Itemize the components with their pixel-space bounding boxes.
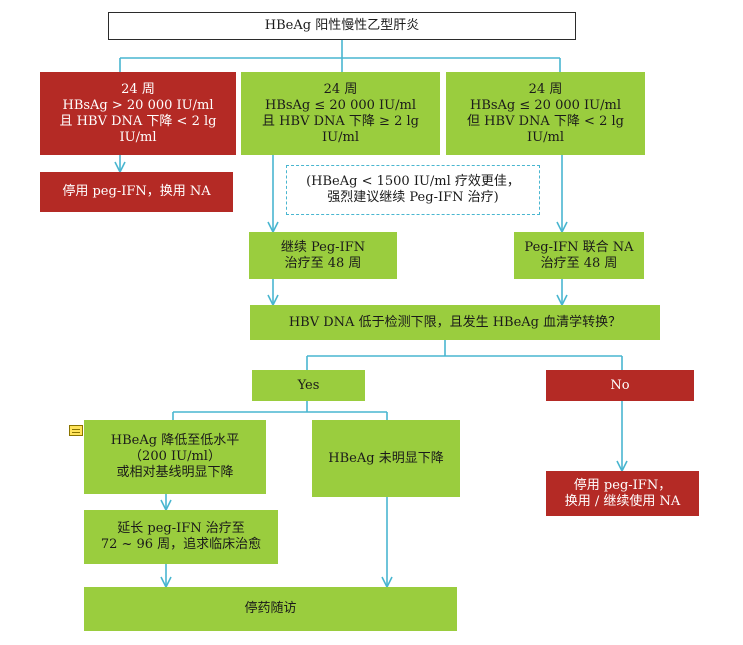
- stop-switch-na-node: 停用 peg-IFN，换用 NA: [40, 172, 233, 212]
- stop-continue-na-node: 停用 peg-IFN，换用 / 继续使用 NA: [546, 471, 699, 516]
- node-line: Yes: [297, 377, 320, 393]
- hbeag-note: (HBeAg < 1500 IU/ml 疗效更佳，强烈建议继续 Peg-IFN …: [286, 165, 540, 215]
- connector-yes-branch: [172, 401, 388, 420]
- node-line: HBeAg 阳性慢性乙型肝炎: [264, 18, 420, 33]
- node-line: 24 周: [528, 81, 563, 97]
- seroconversion-question-node: HBV DNA 低于检测下限，且发生 HBeAg 血清学转换？: [250, 305, 660, 340]
- node-line: HBsAg > 20 000 IU/ml: [62, 97, 214, 113]
- connector-root-branch: [119, 40, 561, 72]
- node-line: 治疗至 48 周: [284, 255, 362, 271]
- node-line: 72 ~ 96 周，追求临床治愈: [100, 537, 262, 552]
- node-line: 强烈建议继续 Peg-IFN 治疗): [327, 190, 499, 205]
- node-line: IU/ml: [527, 129, 564, 145]
- hbeag-low-level-node: HBeAg 降低至低水平（200 IU/ml）或相对基线明显下降: [84, 420, 266, 494]
- node-line: IU/ml: [322, 129, 359, 145]
- no-node: No: [546, 370, 694, 401]
- connector-question-branch: [306, 340, 623, 370]
- node-line: HBV DNA 低于检测下限，且发生 HBeAg 血清学转换？: [288, 314, 622, 330]
- node-line: 继续 Peg-IFN: [280, 239, 366, 255]
- node-line: 停药随访: [244, 601, 297, 616]
- node-line: HBeAg 降低至低水平: [110, 433, 240, 448]
- yes-node: Yes: [252, 370, 365, 401]
- node-line: 或相对基线明显下降: [116, 465, 234, 480]
- node-line: 24 周: [323, 81, 358, 97]
- node-line: 24 周: [121, 81, 155, 97]
- node-line: （200 IU/ml）: [129, 449, 221, 464]
- node-line: 停用 peg-IFN，: [573, 477, 672, 493]
- stop-follow-up-node: 停药随访: [84, 587, 457, 631]
- node-line: HBsAg ≤ 20 000 IU/ml: [264, 97, 416, 113]
- node-line: 但 HBV DNA 下降 < 2 lg: [467, 113, 624, 129]
- node-line: 治疗至 48 周: [540, 255, 618, 271]
- node-line: 延长 peg-IFN 治疗至: [117, 521, 245, 536]
- node-line: HBeAg 未明显下降: [328, 450, 444, 466]
- node-line: Peg-IFN 联合 NA: [524, 239, 634, 255]
- node-line: (HBeAg < 1500 IU/ml 疗效更佳，: [306, 174, 520, 189]
- root-node: HBeAg 阳性慢性乙型肝炎: [108, 12, 576, 40]
- node-line: 停用 peg-IFN，换用 NA: [62, 184, 211, 199]
- node-line: 换用 / 继续使用 NA: [564, 493, 681, 509]
- node-line: No: [610, 377, 630, 393]
- node-line: 且 HBV DNA 下降 < 2 lg: [59, 113, 217, 129]
- note-icon: [69, 425, 83, 436]
- node-line: 且 HBV DNA 下降 ≥ 2 lg: [262, 113, 419, 129]
- node-line: IU/ml: [119, 129, 157, 145]
- hbeag-not-down-node: HBeAg 未明显下降: [312, 420, 460, 497]
- node-line: HBsAg ≤ 20 000 IU/ml: [469, 97, 621, 113]
